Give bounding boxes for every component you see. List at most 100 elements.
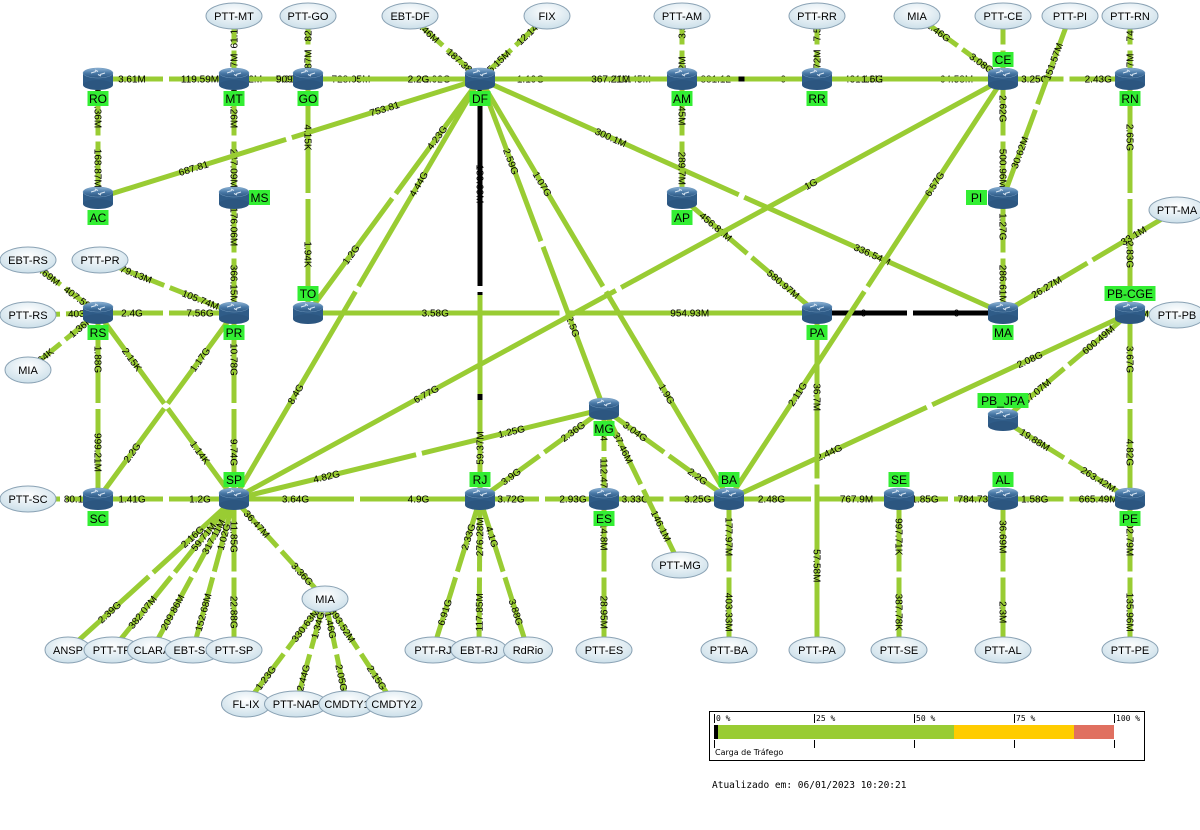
cloud-node-FIX[interactable]: FIX [523,2,571,30]
router-node-AL[interactable]: AL [987,472,1019,510]
cloud-node-EBT-DF[interactable]: EBT-DF [381,2,439,30]
cloud-node-PTT-CE[interactable]: PTT-CE [974,2,1032,30]
router-node-TO[interactable]: TO [292,286,324,324]
router-node-MS[interactable]: MS [218,186,270,209]
router-node-RN[interactable]: RN [1114,67,1146,106]
cloud-node-PTT-NAP[interactable]: PTT-NAP [264,690,328,718]
cloud-node-ANSP[interactable]: ANSP [44,636,92,664]
cloud-node-PTT-BA[interactable]: PTT-BA [700,636,758,664]
cloud-node-MIA-S[interactable]: MIA [4,356,52,384]
cloud-node-PTT-GO[interactable]: PTT-GO [279,2,337,30]
cloud-node-PTT-MT[interactable]: PTT-MT [205,2,263,30]
cloud-node-PTT-ES[interactable]: PTT-ES [575,636,633,664]
cloud-node-CMDTY1[interactable]: CMDTY1 [318,690,376,718]
link-CE-SP[interactable]: 1G6.77G [232,76,1005,502]
cloud-node-PTT-RS[interactable]: PTT-RS [0,301,57,329]
router-node-SE[interactable]: SE [883,472,915,510]
cloud-node-MIA-N[interactable]: MIA [893,2,941,30]
link-RJ-RdRio[interactable]: 4.1G3.88G [477,498,531,651]
cloud-node-PTT-RN[interactable]: PTT-RN [1101,2,1159,30]
router-node-DF[interactable]: DF [464,67,496,106]
cloud-node-PTT-AL[interactable]: PTT-AL [974,636,1032,664]
cloud-node-PTT-PB[interactable]: PTT-PB [1148,301,1200,329]
router-node-AM[interactable]: AM [666,67,698,106]
router-node-MA[interactable]: MA [987,301,1019,340]
cloud-node-PTT-SC[interactable]: PTT-SC [0,485,57,513]
router-node-RR[interactable]: RR [801,67,833,106]
router-node-BA[interactable]: BA [713,472,745,510]
cloud-node-PTT-PR[interactable]: PTT-PR [71,246,129,274]
cloud-node-PTT-MA[interactable]: PTT-MA [1148,196,1200,224]
cloud-node-PTT-RJ[interactable]: PTT-RJ [404,636,462,664]
cloud-node-PTT-PE[interactable]: PTT-PE [1101,636,1159,664]
cloud-node-CMDTY2[interactable]: CMDTY2 [365,690,423,718]
cloud-node-CLARA[interactable]: CLARA [127,636,177,664]
cloud-node-PTT-SP[interactable]: PTT-SP [205,636,263,664]
router-node-RJ[interactable]: RJ [464,472,496,510]
cloud-node-PTT-PA[interactable]: PTT-PA [788,636,846,664]
router-node-CE[interactable]: CE [987,52,1019,90]
router-node-PA[interactable]: PA [801,301,833,340]
cloud-node-EBT-RJ[interactable]: EBT-RJ [450,636,508,664]
router-node-PI[interactable]: PI [966,186,1019,209]
router-node-SC[interactable]: SC [82,487,114,526]
router-node-PE[interactable]: PE [1114,487,1146,526]
router-node-AP[interactable]: AP [666,186,698,225]
cloud-node-PTT-TR[interactable]: PTT-TR [83,636,141,664]
router-node-RO[interactable]: RO [82,67,114,106]
router-node-PR[interactable]: PR [218,301,250,340]
router-node-PBCGE[interactable]: PB-CGE [1104,286,1156,324]
router-node-GO[interactable]: GO [292,67,324,106]
cloud-node-PTT-AM[interactable]: PTT-AM [653,2,711,30]
router-node-SP[interactable]: SP [218,472,250,510]
router-node-AC[interactable]: AC [82,186,114,225]
cloud-node-RdRio[interactable]: RdRio [503,636,553,664]
cloud-node-PTT-SE[interactable]: PTT-SE [870,636,928,664]
cloud-node-EBT-RS[interactable]: EBT-RS [0,246,57,274]
cloud-node-PTT-RR[interactable]: PTT-RR [788,2,846,30]
cloud-node-PTT-PI[interactable]: PTT-PI [1041,2,1099,30]
cloud-node-EBT-SP[interactable]: EBT-SP [164,636,222,664]
router-node-RS[interactable]: RS [82,301,114,340]
cloud-node-MIA-SP[interactable]: MIA [301,585,349,613]
cloud-node-FL-IX[interactable]: FL-IX [221,690,271,718]
cloud-node-PTT-MG[interactable]: PTT-MG [651,551,709,579]
router-node-MG[interactable]: MG [588,397,620,436]
router-node-ES[interactable]: ES [588,487,620,526]
router-node-PBJPA[interactable]: PB_JPA [977,393,1029,431]
link-half-out [478,76,740,198]
router-node-MT[interactable]: MT [218,67,250,106]
